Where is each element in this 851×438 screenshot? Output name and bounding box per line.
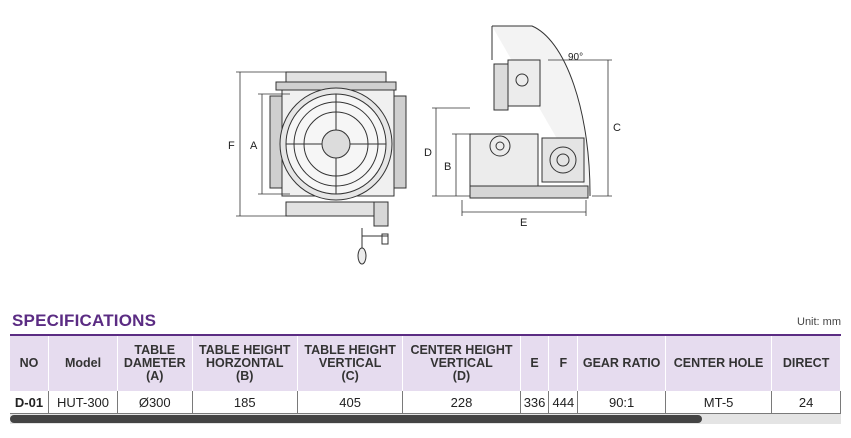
- column-header: E: [520, 336, 550, 391]
- dim-label-e: E: [520, 217, 527, 229]
- technical-drawing: F A D B C E 90°: [228, 25, 621, 265]
- column-header-line: CENTER HOLE: [673, 356, 764, 370]
- column-header-line: TABLE: [134, 343, 176, 357]
- column-header: F: [548, 336, 579, 391]
- table-cell: 336: [520, 391, 550, 414]
- column-header: GEAR RATIO: [577, 336, 666, 391]
- dim-label-c: C: [613, 122, 621, 134]
- column-header-line: (B): [236, 369, 254, 383]
- column-header-line: CENTER HEIGHT: [410, 343, 513, 357]
- dim-label-a: A: [250, 140, 258, 152]
- table-cell: 228: [402, 391, 521, 414]
- column-header-line: HORZONTAL: [205, 356, 284, 370]
- dim-label-b: B: [444, 161, 451, 173]
- scrollbar-thumb[interactable]: [10, 415, 702, 423]
- column-header: NO: [10, 336, 49, 391]
- column-header-line: F: [559, 356, 568, 370]
- column-header-line: (A): [146, 369, 164, 383]
- table-cell: 185: [192, 391, 298, 414]
- table-cell: 24: [771, 391, 841, 414]
- table-cell: 405: [297, 391, 404, 414]
- column-header-line: E: [530, 356, 539, 370]
- front-dimensions: [236, 71, 290, 217]
- table-cell: 90:1: [577, 391, 666, 414]
- column-header-line: DAMETER: [123, 356, 186, 370]
- table-cell: Ø300: [117, 391, 193, 414]
- column-header-line: DIRECT: [782, 356, 830, 370]
- unit-label: Unit: mm: [797, 316, 841, 328]
- horizontal-scrollbar[interactable]: [10, 414, 841, 424]
- column-header: DIRECT: [771, 336, 841, 391]
- specifications-title: SPECIFICATIONS: [12, 311, 157, 330]
- column-header-line: VERTICAL: [318, 356, 382, 370]
- dim-label-angle: 90°: [568, 52, 583, 63]
- side-view: [469, 25, 591, 199]
- front-view: [269, 71, 407, 265]
- column-header-line: VERTICAL: [430, 356, 493, 370]
- column-header: Model: [48, 336, 118, 391]
- column-header-line: Model: [64, 356, 102, 370]
- column-header-line: (D): [452, 369, 471, 383]
- column-header-line: TABLE HEIGHT: [304, 343, 396, 357]
- table-cell: 444: [548, 391, 579, 414]
- dim-label-d: D: [424, 147, 432, 159]
- table-cell: MT-5: [665, 391, 773, 414]
- column-header-line: NO: [19, 356, 39, 370]
- table-cell: D-01: [10, 391, 49, 414]
- side-dimensions: [432, 59, 612, 216]
- column-header-line: GEAR RATIO: [582, 356, 661, 370]
- column-header-line: TABLE HEIGHT: [199, 343, 291, 357]
- column-header: CENTER HOLE: [665, 336, 773, 391]
- table-cell: HUT-300: [48, 391, 118, 414]
- dim-label-f: F: [228, 140, 235, 152]
- dimension-labels: F A D B C E 90°: [228, 52, 621, 229]
- column-header-line: (C): [341, 369, 359, 383]
